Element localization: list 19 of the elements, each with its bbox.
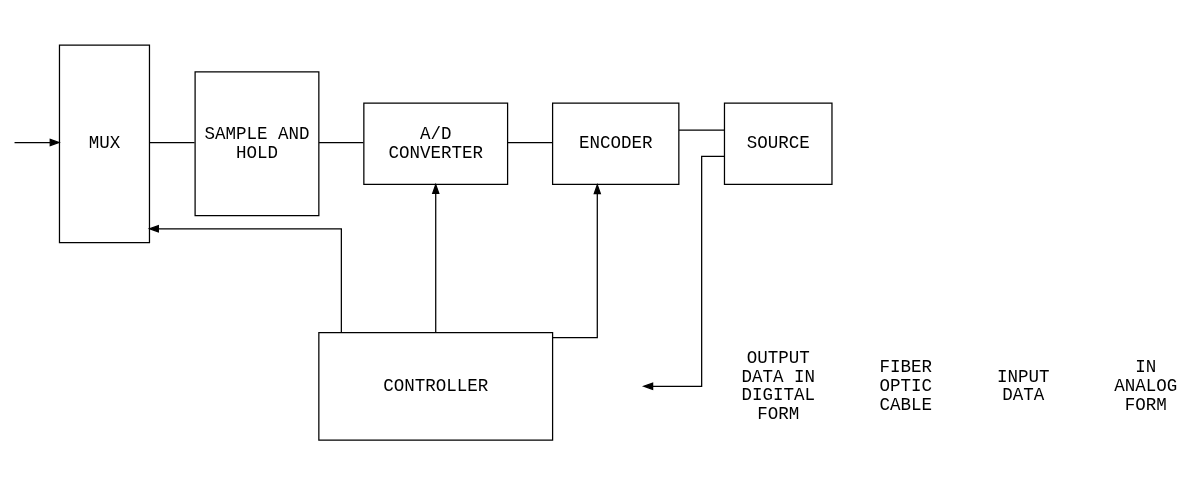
label: FIBER OPTIC CABLE xyxy=(879,357,932,415)
connector xyxy=(149,141,196,144)
node-box: ENCODER xyxy=(551,102,680,185)
connector xyxy=(318,141,364,144)
node-box: CONTROLLER xyxy=(318,331,554,441)
label: IN ANALOG FORM xyxy=(1114,357,1178,415)
node-box: SOURCE xyxy=(723,102,833,185)
arrow xyxy=(431,182,440,334)
node-box: SAMPLE AND HOLD xyxy=(194,71,320,217)
node-box: MUX xyxy=(58,44,151,244)
connector xyxy=(507,141,553,144)
label: OUTPUT DATA IN DIGITAL FORM xyxy=(741,347,815,424)
arrow xyxy=(552,182,602,339)
label: INPUT DATA xyxy=(996,366,1050,406)
connector xyxy=(678,129,725,131)
node-box: A/D CONVERTER xyxy=(363,102,509,185)
arrow xyxy=(13,138,61,147)
arrow xyxy=(147,224,342,334)
arrow xyxy=(642,155,725,391)
